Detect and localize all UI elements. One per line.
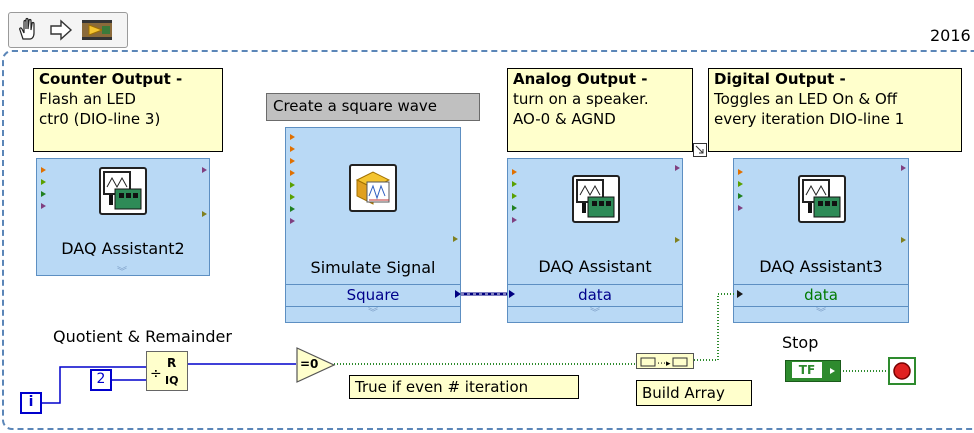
svg-text:IQ: IQ [165, 374, 178, 387]
expand-chevron-icon[interactable]: ︾ [508, 306, 682, 321]
input-terminal[interactable] [290, 218, 295, 224]
build-array-comment: Build Array [636, 380, 752, 406]
output-terminal[interactable] [830, 368, 835, 374]
vi-title: DAQ Assistant [538, 257, 652, 276]
comment-text: Create a square wave [273, 97, 438, 115]
quotient-remainder-node[interactable]: R IQ÷ [146, 351, 188, 391]
input-terminal[interactable] [738, 193, 743, 199]
daq-icon [572, 175, 620, 223]
input-terminal[interactable] [41, 191, 46, 197]
resize-handle-icon[interactable] [693, 142, 707, 157]
input-terminal[interactable] [290, 194, 295, 200]
svg-text:÷: ÷ [150, 366, 162, 382]
daq-assistant2-vi[interactable]: DAQ Assistant2 ︾ [36, 158, 210, 278]
comment-line: Toggles an LED On & Off [714, 90, 898, 108]
boolean-wire[interactable] [334, 293, 888, 372]
comment-title: Analog Output - [513, 70, 648, 88]
year-label: 2016 [930, 26, 971, 45]
comment-line: AO-0 & AGND [513, 110, 616, 128]
input-terminal[interactable] [41, 179, 46, 185]
output-terminal[interactable] [675, 237, 680, 243]
build-array-node[interactable]: ⋯▸ [636, 353, 694, 369]
vi-title: DAQ Assistant3 [759, 257, 883, 276]
digital-output-comment: Digital Output - Toggles an LED On & Off… [708, 68, 962, 152]
analog-output-comment: Analog Output - turn on a speaker. AO-0 … [507, 68, 693, 152]
input-terminal[interactable] [290, 182, 295, 188]
vi-title: DAQ Assistant2 [61, 239, 185, 258]
input-terminal[interactable] [512, 205, 517, 211]
svg-text:R: R [167, 356, 176, 370]
input-terminal[interactable] [290, 170, 295, 176]
quotient-remainder-label: Quotient & Remainder [53, 327, 232, 346]
simulate-icon [349, 164, 397, 212]
simulate-signal-vi[interactable]: Simulate Signal Square ︾ [285, 127, 461, 323]
daq-assistant3-vi[interactable]: DAQ Assistant3 data ︾ [733, 158, 909, 323]
comment-text: Build Array [642, 384, 725, 402]
input-terminal[interactable] [290, 134, 295, 140]
output-terminal[interactable] [453, 236, 458, 242]
input-terminal[interactable] [738, 181, 743, 187]
data-input[interactable]: data [508, 284, 682, 305]
comment-title: Digital Output - [714, 70, 846, 88]
counter-output-comment: Counter Output - Flash an LED ctr0 (DIO-… [33, 68, 223, 152]
comment-line: ctr0 (DIO-line 3) [39, 110, 161, 128]
square-wave-comment: Create a square wave [266, 93, 480, 121]
input-terminal[interactable] [512, 169, 517, 175]
arrow-right-icon[interactable] [49, 19, 73, 41]
equal-zero-node[interactable]: =0 [296, 347, 336, 383]
input-terminal[interactable] [738, 205, 743, 211]
input-terminal[interactable] [512, 181, 517, 187]
filmstrip-icon[interactable] [80, 16, 116, 44]
expand-chevron-icon[interactable]: ︾ [286, 306, 460, 321]
stop-label: Stop [782, 333, 819, 352]
daq-icon [798, 175, 846, 223]
while-loop [2, 50, 974, 430]
input-terminal[interactable] [290, 146, 295, 152]
even-iteration-comment: True if even # iteration [349, 375, 579, 399]
input-terminal[interactable] [41, 167, 46, 173]
daq-assistant-vi[interactable]: DAQ Assistant data ︾ [507, 158, 683, 323]
svg-text:⋯▸: ⋯▸ [657, 359, 671, 369]
output-terminal[interactable] [675, 165, 680, 171]
hand-icon[interactable] [15, 17, 41, 43]
input-terminal[interactable] [512, 217, 517, 223]
comment-text: True if even # iteration [355, 378, 529, 396]
square-output[interactable]: Square [286, 284, 460, 305]
stop-condition-icon[interactable] [888, 357, 916, 385]
input-terminal[interactable] [290, 206, 295, 212]
iteration-terminal[interactable]: i [20, 392, 42, 414]
numeric-constant[interactable]: 2 [90, 369, 112, 391]
data-input[interactable]: data [734, 284, 908, 305]
comment-line: every iteration DIO-line 1 [714, 110, 905, 128]
comment-line: Flash an LED [39, 90, 136, 108]
output-terminal[interactable] [901, 237, 906, 243]
output-terminal[interactable] [202, 211, 207, 217]
integer-wire[interactable] [38, 363, 296, 404]
stop-boolean-terminal[interactable]: TF [785, 360, 841, 382]
input-terminal[interactable] [738, 169, 743, 175]
comment-line: turn on a speaker. [513, 90, 649, 108]
bool-text: TF [792, 362, 822, 378]
input-terminal[interactable] [41, 203, 46, 209]
input-terminal[interactable] [512, 193, 517, 199]
expand-chevron-icon[interactable]: ︾ [117, 267, 127, 278]
output-terminal[interactable] [202, 167, 207, 173]
input-terminal[interactable] [290, 158, 295, 164]
comment-title: Counter Output - [39, 70, 183, 88]
vi-title: Simulate Signal [310, 258, 436, 277]
expand-chevron-icon[interactable]: ︾ [734, 306, 908, 321]
daq-icon [99, 167, 147, 215]
output-terminal[interactable] [901, 165, 906, 171]
compare-text: =0 [300, 357, 319, 371]
